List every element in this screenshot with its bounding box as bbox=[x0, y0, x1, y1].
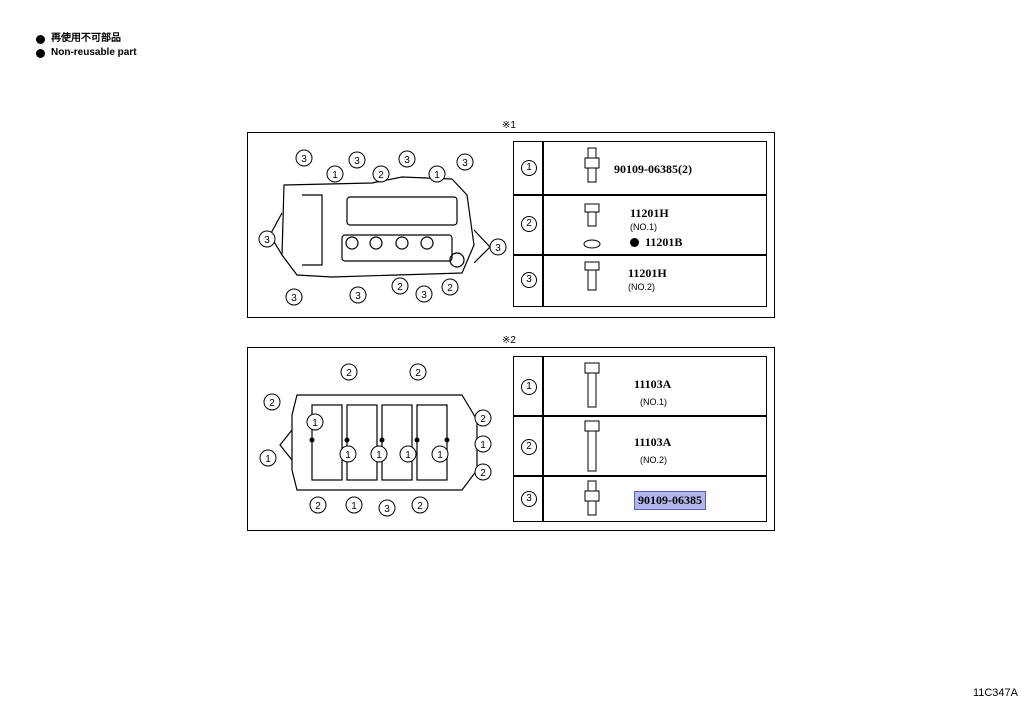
cylinder-head-drawing: 2 2 2 1 2 1 1 1 1 1 1 2 2 1 3 2 bbox=[259, 363, 492, 517]
svg-text:3: 3 bbox=[462, 158, 468, 169]
svg-text:3: 3 bbox=[264, 235, 270, 246]
svg-text:2: 2 bbox=[480, 414, 486, 425]
part-link-11201h-no1[interactable]: 11201H bbox=[630, 206, 669, 220]
part-link-90109-06385-highlighted[interactable]: 90109-06385 bbox=[634, 491, 706, 510]
svg-text:1: 1 bbox=[351, 501, 357, 512]
filled-circle-icon bbox=[36, 48, 45, 58]
svg-text:3: 3 bbox=[495, 243, 501, 254]
svg-text:2: 2 bbox=[397, 282, 403, 293]
section1-marker: ※1 bbox=[502, 120, 516, 131]
stud-bolt-icon bbox=[584, 147, 600, 183]
svg-text:2: 2 bbox=[480, 468, 486, 479]
svg-text:1: 1 bbox=[480, 440, 486, 451]
row3-sub: (NO.2) bbox=[628, 282, 655, 292]
part-link-11103a-no2[interactable]: 11103A bbox=[634, 435, 672, 449]
svg-text:2: 2 bbox=[346, 368, 352, 379]
row3-number: 3 bbox=[521, 272, 537, 288]
svg-text:1: 1 bbox=[434, 170, 440, 181]
row2-sub: (NO.2) bbox=[640, 455, 667, 465]
part-link-11201h-no2[interactable]: 11201H bbox=[628, 266, 667, 280]
svg-text:3: 3 bbox=[421, 290, 427, 301]
washer-icon bbox=[583, 239, 601, 249]
legend-text-en: Non-reusable part bbox=[51, 47, 137, 58]
section2-panel: 2 2 2 1 2 1 1 1 1 1 1 2 2 1 3 2 1 11103A (NO.1) 2 … bbox=[247, 347, 775, 531]
bolt-icon bbox=[584, 261, 600, 291]
svg-text:1: 1 bbox=[312, 418, 318, 429]
legend-text-jp: 再使用不可部品 bbox=[51, 33, 121, 44]
part-link-90109-06385-2[interactable]: 90109-06385(2) bbox=[614, 162, 692, 176]
section2-table: 1 11103A (NO.1) 2 11103A (NO.2) 3 90109-… bbox=[513, 356, 767, 522]
stud-bolt-icon bbox=[584, 480, 600, 516]
row1-number: 1 bbox=[521, 379, 537, 395]
svg-text:1: 1 bbox=[376, 450, 382, 461]
filled-circle-icon bbox=[36, 34, 45, 44]
svg-text:2: 2 bbox=[417, 501, 423, 512]
figure-id: 11C347A bbox=[972, 687, 1018, 699]
svg-text:3: 3 bbox=[404, 155, 410, 166]
row1-number: 1 bbox=[521, 160, 537, 176]
part-link-11201b[interactable]: 11201B bbox=[645, 235, 683, 249]
section2-marker: ※2 bbox=[502, 335, 516, 346]
svg-text:2: 2 bbox=[269, 398, 275, 409]
part-link-11103a-no1[interactable]: 11103A bbox=[634, 377, 672, 391]
long-bolt-icon bbox=[584, 420, 600, 472]
head-cover-drawing: 3 3 3 3 1 2 1 3 3 3 3 2 3 2 bbox=[258, 149, 507, 306]
row2-sub: (NO.1) bbox=[630, 222, 657, 232]
svg-text:1: 1 bbox=[265, 454, 271, 465]
head-bolt-icon bbox=[584, 362, 600, 408]
svg-text:3: 3 bbox=[301, 154, 307, 165]
legend-row-jp: 再使用不可部品 bbox=[36, 32, 137, 46]
svg-text:3: 3 bbox=[355, 291, 361, 302]
svg-text:1: 1 bbox=[437, 450, 443, 461]
row2-number: 2 bbox=[521, 216, 537, 232]
svg-text:2: 2 bbox=[315, 501, 321, 512]
row2-number: 2 bbox=[521, 439, 537, 455]
svg-text:3: 3 bbox=[384, 504, 390, 515]
section1-table: 1 90109-06385(2) 2 11201H (NO.1) 11201B … bbox=[513, 141, 767, 307]
svg-text:3: 3 bbox=[291, 293, 297, 304]
svg-text:2: 2 bbox=[415, 368, 421, 379]
svg-text:2: 2 bbox=[447, 283, 453, 294]
svg-text:1: 1 bbox=[332, 170, 338, 181]
bolt-icon bbox=[584, 203, 600, 227]
svg-text:1: 1 bbox=[405, 450, 411, 461]
section1-panel: 3 3 3 3 1 2 1 3 3 3 3 2 3 2 1 90109-06385(2) 2 11… bbox=[247, 132, 775, 318]
row3-number: 3 bbox=[521, 491, 537, 507]
svg-text:3: 3 bbox=[354, 156, 360, 167]
row1-sub: (NO.1) bbox=[640, 397, 667, 407]
svg-text:2: 2 bbox=[378, 170, 384, 181]
non-reusable-icon bbox=[630, 238, 639, 247]
svg-text:1: 1 bbox=[345, 450, 351, 461]
legend-row-en: Non-reusable part bbox=[36, 46, 137, 60]
legend: 再使用不可部品 Non-reusable part bbox=[36, 32, 137, 60]
